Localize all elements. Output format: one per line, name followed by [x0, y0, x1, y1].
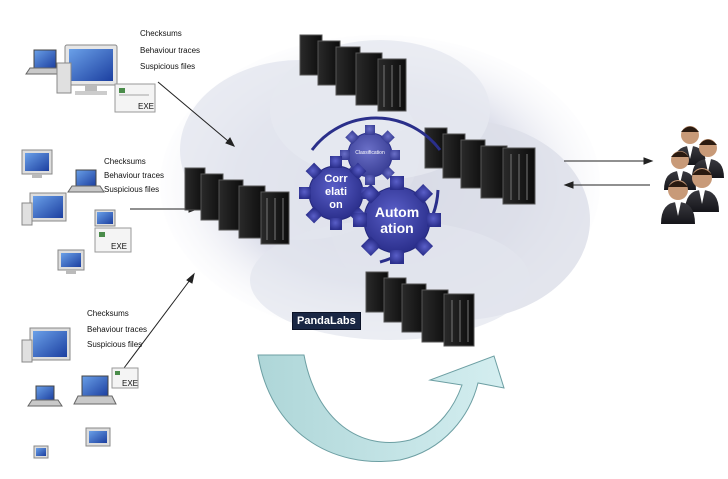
exe-label-1: EXE [138, 102, 155, 111]
automation-gear-icon [353, 176, 441, 264]
classification-gear-label: Classification [355, 150, 385, 156]
server-rack-left [184, 167, 290, 245]
automation-gear-label-2: ation [380, 220, 414, 236]
input-label-checksums-3: Checksums [87, 309, 129, 318]
exe-label-2: EXE [111, 242, 128, 251]
exe-file-icon-1 [114, 83, 156, 113]
server-rack-right [424, 127, 536, 205]
users-group-icon [661, 126, 724, 224]
exe-label-3: EXE [122, 379, 139, 388]
feedback-curved-arrow [257, 354, 505, 462]
correlation-gear-label-3: on [329, 199, 343, 211]
input-label-behaviour-2: Behaviour traces [104, 171, 165, 180]
automation-gear-label-1: Autom [374, 204, 420, 220]
input-label-suspicious-1: Suspicious files [140, 62, 196, 71]
correlation-gear-label-1: Corr [324, 173, 348, 185]
client-computers-group-2 [21, 149, 132, 274]
input-label-suspicious-2: Suspicious files [104, 185, 160, 194]
client-computers-group-1 [25, 44, 156, 113]
input-label-checksums-2: Checksums [104, 157, 146, 166]
server-rack-top [299, 34, 407, 112]
client-computers-group-3 [21, 327, 139, 459]
correlation-gear-label-2: elati [324, 186, 347, 198]
input-label-behaviour-1: Behaviour traces [140, 46, 201, 55]
exe-file-icon-2 [94, 227, 132, 253]
input-label-suspicious-3: Suspicious files [87, 340, 143, 349]
server-rack-bottom [365, 271, 475, 347]
input-label-behaviour-3: Behaviour traces [87, 325, 148, 334]
pandalabs-logo: PandaLabs [292, 312, 361, 330]
exe-file-icon-3 [111, 367, 139, 389]
input-label-checksums-1: Checksums [140, 29, 182, 38]
